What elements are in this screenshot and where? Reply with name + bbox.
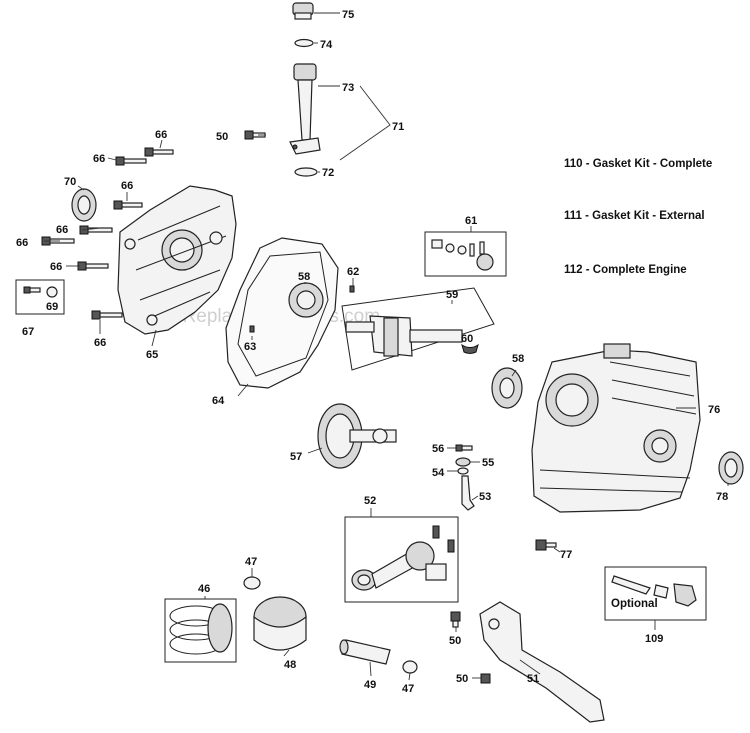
label-58-right: 58 — [512, 353, 524, 365]
label-50-top: 50 — [216, 131, 228, 143]
drain-plug-67 — [23, 286, 41, 294]
seal-54 — [457, 467, 469, 475]
label-55: 55 — [482, 457, 494, 469]
connecting-rod-box — [344, 516, 459, 603]
bolt-50-bottom — [480, 673, 491, 684]
kit-legend: 110 - Gasket Kit - Complete 111 - Gasket… — [564, 158, 712, 276]
label-46: 46 — [198, 583, 210, 595]
pin-62 — [349, 285, 355, 293]
engine-block — [531, 343, 701, 513]
oil-fill-cap — [292, 2, 314, 20]
bolt-77 — [535, 539, 557, 551]
label-51: 51 — [527, 673, 539, 685]
label-70: 70 — [64, 176, 76, 188]
pin-63 — [249, 325, 255, 333]
label-60: 60 — [461, 333, 473, 345]
label-50-mid: 50 — [449, 635, 461, 647]
label-66-6: 66 — [50, 261, 62, 273]
label-48: 48 — [284, 659, 296, 671]
piston-pin-49 — [339, 639, 391, 665]
label-73: 73 — [342, 82, 354, 94]
label-77: 77 — [560, 549, 572, 561]
oil-fill-tube — [289, 63, 321, 155]
kit-111: 111 - Gasket Kit - External — [564, 210, 705, 222]
label-63: 63 — [244, 341, 256, 353]
label-62: 62 — [347, 266, 359, 278]
label-52: 52 — [364, 495, 376, 507]
bolt-56 — [455, 444, 473, 452]
bolt-50-mid — [450, 611, 461, 628]
bearing-58-left — [288, 282, 324, 318]
label-58-left: 58 — [298, 271, 310, 283]
label-49: 49 — [364, 679, 376, 691]
label-69: 69 — [46, 301, 58, 313]
oil-seal-70 — [71, 188, 97, 222]
label-66-5: 66 — [16, 237, 28, 249]
crankcase-gasket — [225, 237, 339, 389]
label-64: 64 — [212, 395, 225, 407]
connecting-rod — [351, 525, 455, 591]
label-47-bottom: 47 — [402, 683, 414, 695]
label-54: 54 — [432, 467, 445, 479]
clip-47-top — [243, 576, 261, 590]
piston-rings-box — [164, 598, 237, 663]
governor-box — [424, 231, 507, 277]
label-109: 109 — [645, 633, 663, 645]
label-56: 56 — [432, 443, 444, 455]
label-66-7: 66 — [94, 337, 106, 349]
washer-55 — [455, 457, 471, 467]
kit-110: 110 - Gasket Kit - Complete — [564, 158, 712, 170]
label-75: 75 — [342, 9, 354, 21]
label-66-4: 66 — [56, 224, 68, 236]
optional-box — [604, 566, 707, 621]
part-labels: 75 74 73 71 72 50 66 66 66 66 66 66 66 7… — [16, 9, 728, 695]
label-76: 76 — [708, 404, 720, 416]
label-53: 53 — [479, 491, 491, 503]
key-60 — [461, 343, 479, 354]
crankshaft — [345, 315, 463, 357]
optional-parts — [611, 575, 697, 607]
piston-48 — [253, 596, 307, 651]
label-50-bottom: 50 — [456, 673, 468, 685]
label-66-3: 66 — [121, 180, 133, 192]
label-67: 67 — [22, 326, 34, 338]
label-57: 57 — [290, 451, 302, 463]
camshaft-gear — [317, 403, 397, 469]
label-74: 74 — [320, 39, 333, 51]
label-61: 61 — [465, 215, 477, 227]
label-66-2: 66 — [93, 153, 105, 165]
crankshaft-box — [341, 287, 495, 371]
piston-rings — [169, 603, 233, 655]
governor-parts — [431, 239, 494, 271]
washer-69 — [46, 286, 58, 298]
bracket-51 — [479, 601, 605, 723]
kit-112: 112 - Complete Engine — [564, 264, 687, 276]
o-ring-72 — [294, 167, 318, 177]
governor-arm-53 — [461, 475, 475, 511]
label-47-top: 47 — [245, 556, 257, 568]
clip-47-bottom — [402, 660, 418, 674]
drain-plug-box — [15, 279, 65, 315]
optional-label: Optional — [611, 598, 658, 610]
oil-seal-78 — [718, 451, 744, 485]
o-ring-74 — [294, 38, 314, 48]
bearing-58-right — [491, 367, 523, 409]
label-78: 78 — [716, 491, 728, 503]
label-66-1: 66 — [155, 129, 167, 141]
leader-lines — [44, 134, 729, 681]
label-59: 59 — [446, 289, 458, 301]
label-72: 72 — [322, 167, 334, 179]
label-65: 65 — [146, 349, 158, 361]
crankcase-cover — [117, 185, 237, 335]
label-71: 71 — [392, 121, 404, 133]
